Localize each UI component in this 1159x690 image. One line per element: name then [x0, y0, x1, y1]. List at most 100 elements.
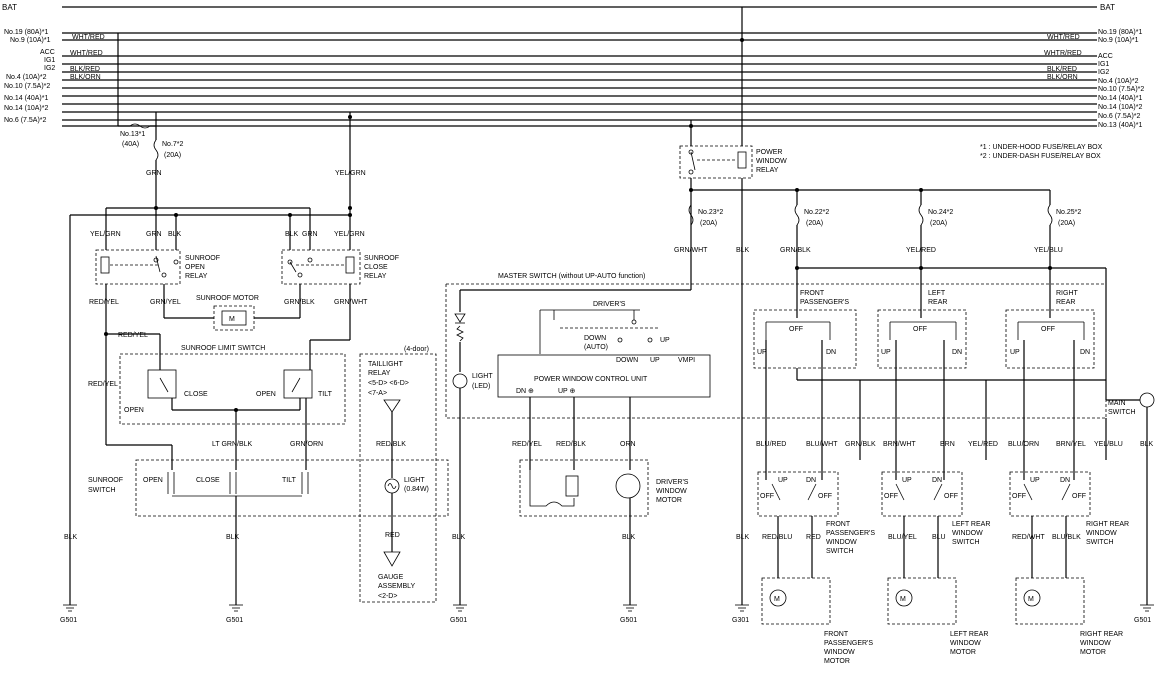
svg-text:WINDOW: WINDOW — [950, 640, 981, 647]
svg-text:YEL/RED: YEL/RED — [968, 441, 998, 448]
svg-text:M: M — [1028, 596, 1034, 603]
wire-label: BLK/ORN — [70, 74, 101, 81]
svg-text:POWER: POWER — [756, 149, 782, 156]
svg-text:G301: G301 — [732, 617, 749, 624]
svg-text:BRN: BRN — [940, 441, 955, 448]
svg-text:GRN/ORN: GRN/ORN — [290, 441, 323, 448]
svg-text:DN: DN — [806, 477, 816, 484]
svg-text:IG1: IG1 — [44, 57, 55, 64]
svg-text:No.14 (40A)*1: No.14 (40A)*1 — [1098, 95, 1142, 102]
svg-text:(20A): (20A) — [930, 220, 947, 227]
rr-window-switch: UP DN OFF OFF RIGHT REAR WINDOW SWITCH — [1009, 471, 1129, 546]
wire-label: WHT/RED — [70, 50, 103, 57]
svg-text:TILT: TILT — [282, 477, 297, 484]
lr-window-switch: UP DN OFF OFF LEFT REAR WINDOW SWITCH — [881, 471, 990, 546]
svg-text:TILT: TILT — [318, 391, 333, 398]
svg-text:UP: UP — [1030, 477, 1040, 484]
svg-text:G501: G501 — [1134, 617, 1151, 624]
sunroof-close-relay: SUNROOF CLOSE RELAY — [281, 249, 399, 285]
svg-text:SWITCH: SWITCH — [1108, 409, 1136, 416]
svg-text:DN: DN — [932, 477, 942, 484]
sunroof-switch: SUNROOF SWITCH OPEN CLOSE TILT — [88, 459, 449, 517]
svg-text:OPEN: OPEN — [124, 407, 144, 414]
fuse-no24: No.24*2 (20A) — [918, 190, 953, 318]
svg-text:RED: RED — [385, 532, 400, 539]
svg-text:DOWN: DOWN — [616, 357, 638, 364]
fp-window-motor: M FRONT PASSENGER'S WINDOW MOTOR — [761, 577, 873, 665]
svg-text:OFF: OFF — [789, 326, 803, 333]
svg-text:LIGHT: LIGHT — [404, 477, 425, 484]
svg-text:GRN: GRN — [146, 231, 162, 238]
svg-text:DN: DN — [1060, 477, 1070, 484]
svg-text:TAILLIGHT: TAILLIGHT — [368, 361, 404, 368]
svg-text:SUNROOF MOTOR: SUNROOF MOTOR — [196, 295, 259, 302]
ground-g501-4: G501 — [620, 604, 637, 624]
svg-text:MOTOR: MOTOR — [950, 649, 976, 656]
svg-text:SUNROOF: SUNROOF — [364, 255, 399, 262]
svg-text:UP: UP — [757, 349, 767, 356]
svg-text:No.14 (40A)*1: No.14 (40A)*1 — [4, 95, 48, 102]
svg-text:OPEN: OPEN — [256, 391, 276, 398]
wire-label: BLK/RED — [1047, 66, 1077, 73]
svg-text:DN ⊕: DN ⊕ — [516, 388, 534, 395]
svg-text:DRIVER'S: DRIVER'S — [593, 301, 626, 308]
fuse-labels-left: No.19 (80A)*1 No.9 (10A)*1 ACC IG1 IG2 N… — [4, 29, 55, 124]
legend-note-2: *2 : UNDER-DASH FUSE/RELAY BOX — [980, 153, 1101, 160]
svg-text:CLOSE: CLOSE — [196, 477, 220, 484]
svg-text:RIGHT REAR: RIGHT REAR — [1086, 521, 1129, 528]
svg-text:OPEN: OPEN — [143, 477, 163, 484]
svg-text:SUNROOF: SUNROOF — [88, 477, 123, 484]
svg-text:No.23*2: No.23*2 — [698, 209, 723, 216]
svg-text:No.25*2: No.25*2 — [1056, 209, 1081, 216]
svg-text:GRN: GRN — [146, 170, 162, 177]
svg-text:No.9 (10A)*1: No.9 (10A)*1 — [1098, 37, 1139, 44]
svg-text:No.22*2: No.22*2 — [804, 209, 829, 216]
svg-text:BLU/WHT: BLU/WHT — [806, 441, 838, 448]
svg-text:WINDOW: WINDOW — [756, 158, 787, 165]
svg-text:BLK: BLK — [622, 534, 636, 541]
svg-text:RED/WHT: RED/WHT — [1012, 534, 1045, 541]
svg-text:REAR: REAR — [1056, 299, 1075, 306]
wire-label: BLK/RED — [70, 66, 100, 73]
svg-text:G501: G501 — [450, 617, 467, 624]
svg-text:No.7*2: No.7*2 — [162, 141, 184, 148]
svg-text:BLK: BLK — [736, 534, 750, 541]
svg-text:BLK: BLK — [1140, 441, 1154, 448]
svg-text:No.14 (10A)*2: No.14 (10A)*2 — [1098, 104, 1142, 111]
svg-text:RED: RED — [806, 534, 821, 541]
svg-text:ACC: ACC — [1098, 53, 1113, 60]
svg-text:FRONT: FRONT — [800, 290, 825, 297]
svg-text:BLK: BLK — [226, 534, 240, 541]
svg-text:No.4 (10A)*2: No.4 (10A)*2 — [6, 74, 47, 81]
master-switch: MASTER SWITCH (without UP-AUTO function)… — [445, 273, 1107, 605]
svg-text:MAIN: MAIN — [1108, 400, 1126, 407]
svg-text:LIGHT: LIGHT — [472, 373, 493, 380]
svg-text:GRN/BLK: GRN/BLK — [845, 441, 876, 448]
svg-text:SUNROOF: SUNROOF — [185, 255, 220, 262]
sunroof-limit-switch: SUNROOF LIMIT SWITCH CLOSE OPEN OPEN TIL… — [119, 345, 346, 425]
svg-text:OFF: OFF — [884, 493, 898, 500]
svg-text:GRN: GRN — [302, 231, 318, 238]
bat-left: BAT — [2, 3, 17, 12]
svg-text:OFF: OFF — [1012, 493, 1026, 500]
svg-text:(0.84W): (0.84W) — [404, 486, 429, 493]
svg-text:SWITCH: SWITCH — [1086, 539, 1114, 546]
svg-text:BLK: BLK — [64, 534, 78, 541]
svg-text:UP: UP — [1010, 349, 1020, 356]
ground-g501-1: G501 — [60, 604, 77, 624]
wire-label: BLK/ORN — [1047, 74, 1078, 81]
svg-text:DN: DN — [826, 349, 836, 356]
svg-text:No.4 (10A)*2: No.4 (10A)*2 — [1098, 78, 1139, 85]
fuse-labels-right: No.19 (80A)*1 No.9 (10A)*1 ACC IG1 IG2 N… — [1098, 29, 1144, 129]
drivers-window-motor: DRIVER'S WINDOW MOTOR — [519, 459, 689, 517]
bat-right: BAT — [1100, 3, 1115, 12]
svg-text:WINDOW: WINDOW — [826, 539, 857, 546]
lr-window-motor: M LEFT REAR WINDOW MOTOR — [887, 577, 988, 656]
svg-text:LEFT: LEFT — [928, 290, 946, 297]
svg-text:(20A): (20A) — [806, 220, 823, 227]
svg-text:BLU/BLK: BLU/BLK — [1052, 534, 1081, 541]
svg-text:No.9 (10A)*1: No.9 (10A)*1 — [10, 37, 51, 44]
svg-text:UP: UP — [650, 357, 660, 364]
ground-g501-6: G501 — [1134, 604, 1154, 624]
svg-text:GRN/YEL: GRN/YEL — [150, 299, 181, 306]
